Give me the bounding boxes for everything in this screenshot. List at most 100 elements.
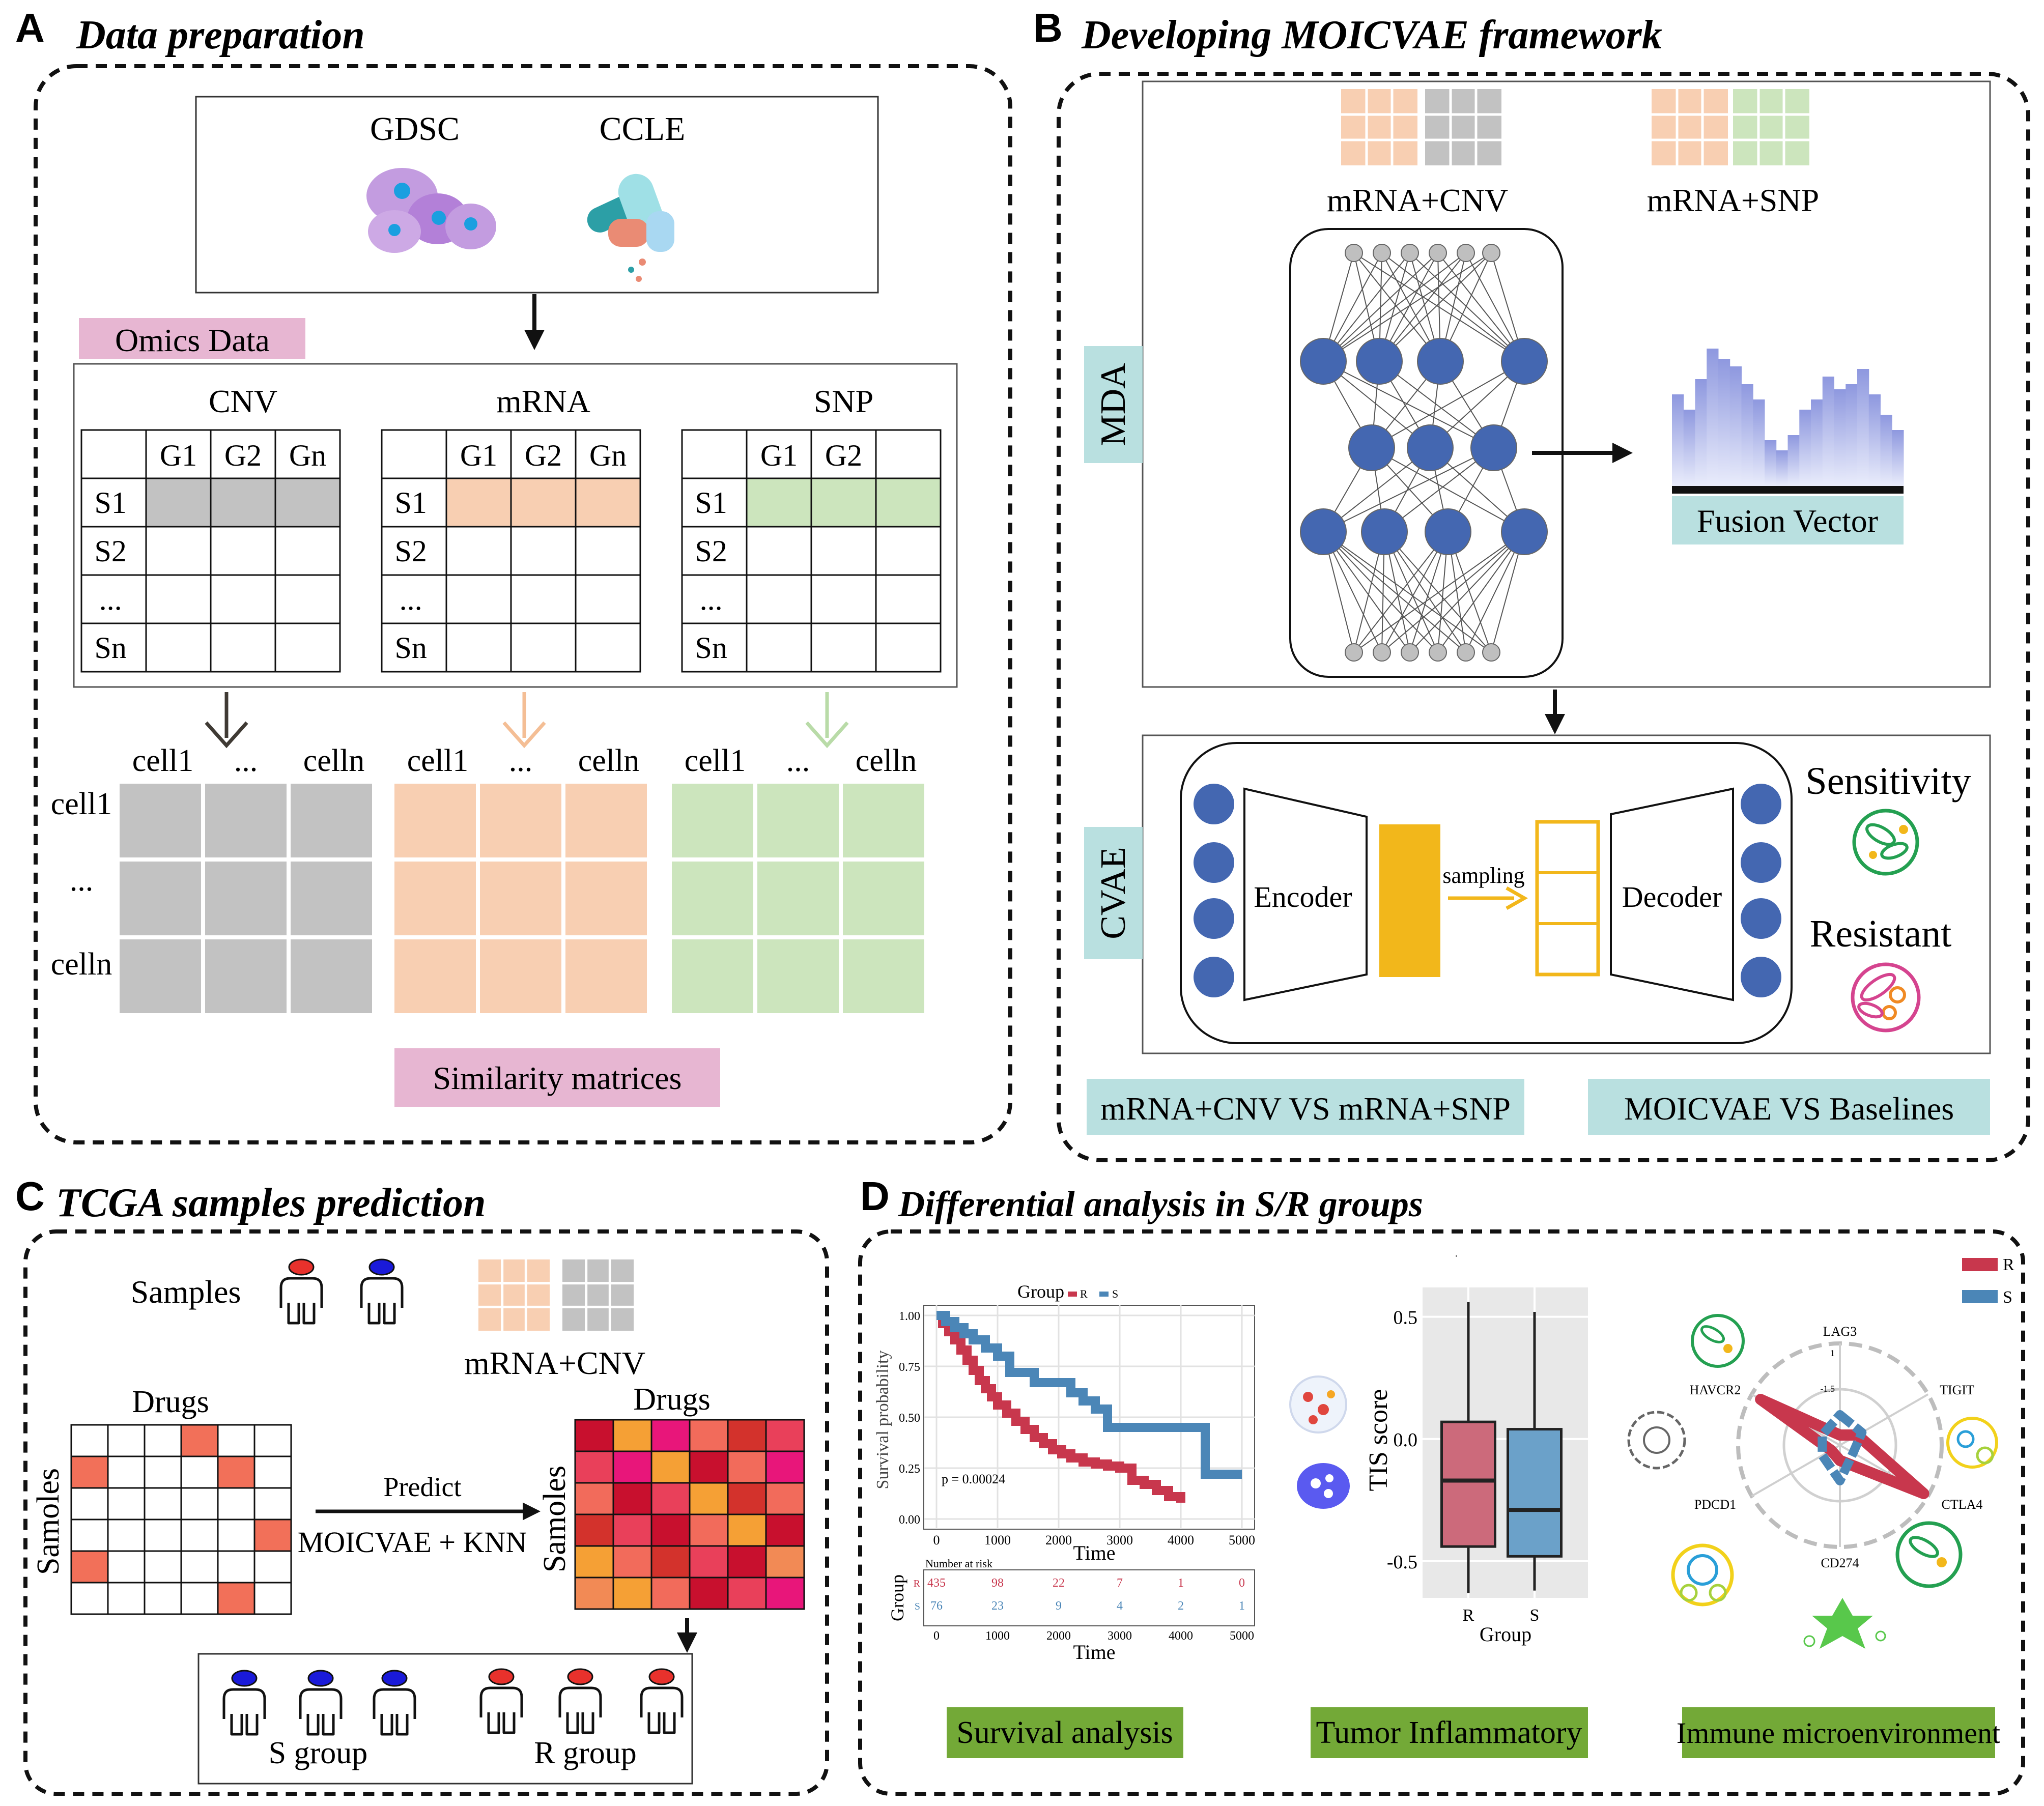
fusion-bar — [1729, 366, 1742, 486]
omics-label-bg — [79, 318, 305, 359]
network-node — [1457, 244, 1475, 262]
matrix-col-label: ... — [786, 743, 810, 778]
table-cell — [510, 622, 577, 673]
network-node — [1300, 338, 1347, 385]
fusion-bar — [1811, 399, 1823, 486]
r-group-person-body — [558, 1686, 602, 1734]
similarity-label: Similarity matrices — [433, 1060, 682, 1096]
network-node — [1429, 244, 1447, 262]
predicted-cell — [727, 1513, 767, 1547]
panel-d-letter: D — [860, 1173, 890, 1219]
predicted-cell — [689, 1450, 729, 1484]
sparse-cell — [253, 1550, 292, 1584]
group-people — [222, 1668, 684, 1736]
sparse-cell — [70, 1455, 109, 1489]
survival-xtick: 3000 — [1106, 1533, 1133, 1547]
sparse-cell — [217, 1424, 256, 1457]
table-cell — [681, 526, 748, 576]
predicted-cell — [574, 1545, 614, 1579]
survival-label: Survival analysis — [956, 1715, 1173, 1750]
arrowhead-snp — [805, 721, 849, 749]
predicted-cell — [689, 1576, 729, 1610]
tis-xlabel: Group — [1480, 1623, 1531, 1646]
table-cell — [575, 526, 641, 576]
matrix-cell — [757, 862, 839, 935]
network-node — [1482, 244, 1500, 262]
network-node — [1501, 508, 1548, 555]
fusion-bar — [1857, 369, 1869, 486]
matrix-cell — [565, 939, 647, 1013]
latent-block — [1379, 824, 1440, 977]
risk-value: 98 — [991, 1576, 1004, 1590]
table-cell — [210, 477, 276, 528]
predicted-cell — [765, 1513, 805, 1547]
fusion-bar — [1707, 349, 1719, 486]
network-edge — [1371, 361, 1525, 448]
matrix-col-label: celln — [303, 743, 365, 778]
table-col-header: G2 — [825, 439, 862, 472]
table-cell — [810, 526, 877, 576]
predicted-cell — [727, 1482, 767, 1515]
survival-ytick: 0.25 — [899, 1463, 920, 1476]
risk-xlabel: Time — [1073, 1641, 1115, 1664]
r-group-person-head — [648, 1668, 675, 1685]
table-row-header: Sn — [94, 631, 126, 665]
mda-label-bg — [1084, 346, 1143, 463]
combo-label-cnv: mRNA+CNV — [1327, 182, 1508, 218]
cvae-output-node — [1741, 957, 1781, 997]
table-cell — [445, 429, 512, 479]
immune-icon-green-star — [1803, 1598, 1886, 1649]
omics-label: Omics Data — [115, 322, 270, 358]
s-group-person — [299, 1670, 343, 1736]
sparse-cell — [70, 1487, 109, 1521]
matrix-cell — [757, 784, 839, 857]
immune-icon-green-cell-top — [1691, 1314, 1745, 1368]
sensitive-cell-icon — [1852, 809, 1919, 876]
table-col-header: Gn — [289, 439, 326, 472]
predicted-cell — [612, 1419, 652, 1452]
table-col-header: G1 — [460, 439, 497, 472]
grid-cnv — [1425, 89, 1501, 165]
sparse-cell — [144, 1455, 182, 1489]
cvae-nodes — [1194, 784, 1781, 997]
risk-value: 22 — [1053, 1576, 1065, 1590]
predicted-cell — [650, 1576, 691, 1610]
predicted-cell — [574, 1450, 614, 1484]
survival-lines — [936, 1311, 1242, 1503]
tis-ytick: -0.5 — [1387, 1552, 1417, 1573]
table-cell — [80, 429, 147, 479]
matrix-cell — [672, 862, 753, 935]
table-row-header: S1 — [695, 486, 727, 520]
samples-axis-right: Samoles — [537, 1466, 572, 1572]
sparse-cell — [144, 1518, 182, 1552]
fusion-bar — [1787, 435, 1800, 486]
immune-icon-gray-flower — [1627, 1411, 1686, 1470]
sample-person-blue — [360, 1258, 404, 1325]
matrix-cell — [757, 939, 839, 1013]
network-node — [1425, 508, 1471, 555]
table-cell — [445, 622, 512, 673]
survival-xtick: 1000 — [984, 1533, 1011, 1547]
table-row-header: ... — [400, 583, 422, 616]
grid-c-mrna — [478, 1259, 550, 1331]
matrix-col-label: celln — [856, 743, 917, 778]
sample-person-red-head — [288, 1258, 315, 1276]
network-edge — [1323, 531, 1438, 653]
fusion-bar — [1868, 394, 1881, 486]
radar-legend-r: R — [2003, 1255, 2014, 1274]
table-cell — [810, 574, 877, 624]
network-node — [1345, 643, 1363, 662]
radar-axis-label: CTLA4 — [1942, 1497, 1983, 1512]
survival-xtick: 2000 — [1045, 1533, 1072, 1547]
grid-c-cnv — [562, 1259, 634, 1331]
fusion-label-bg — [1672, 496, 1904, 544]
network-edge — [1381, 531, 1525, 653]
autoencoder-network — [1300, 244, 1548, 662]
sparse-cell — [144, 1487, 182, 1521]
sparse-cell — [107, 1424, 146, 1457]
cvae-input-node — [1194, 898, 1234, 939]
table-cell — [875, 477, 942, 528]
table-cell — [875, 429, 942, 479]
predicted-cell — [689, 1513, 729, 1547]
